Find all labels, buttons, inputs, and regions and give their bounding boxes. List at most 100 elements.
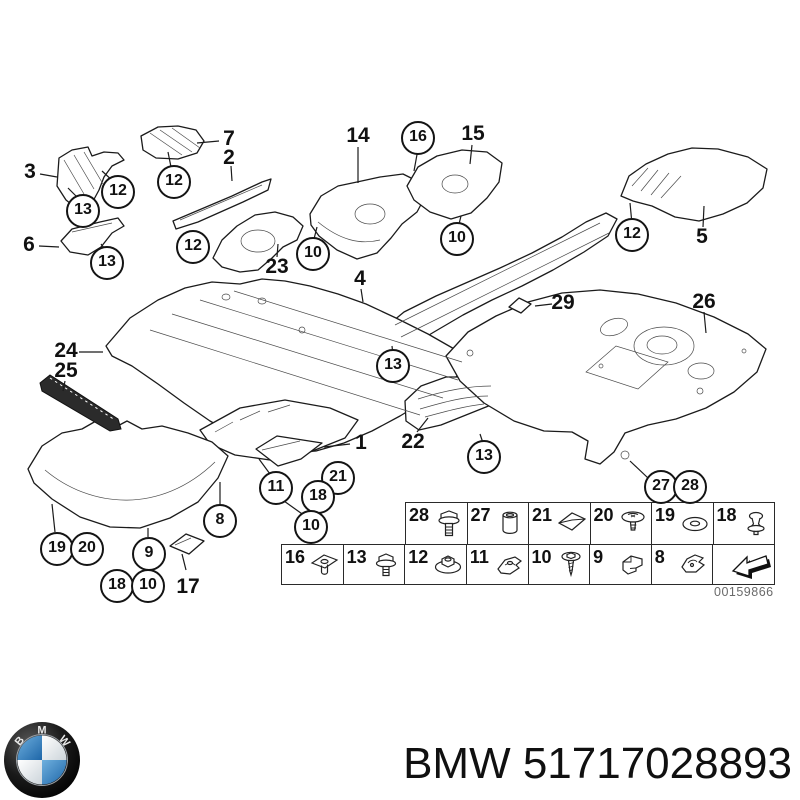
expansion-sleeve-icon [502,511,518,534]
legend-cell-28: 28 [406,503,467,545]
legend-number: 16 [285,547,306,567]
part-number-title: BMW 51717028893 [403,739,792,788]
callout-label: 5 [696,225,708,248]
hex-bolt-icon [376,552,397,576]
callout-label: 7 [223,127,235,150]
legend-number: 12 [408,547,429,567]
callout-label: 4 [354,267,366,290]
part-25-shape [39,374,122,432]
part-19-20-shape [27,420,229,529]
part-4-shape [380,212,618,348]
adhesive-pad-icon [557,512,586,531]
callout-circle: 9 [132,537,166,571]
callout-circle: 18 [100,569,134,603]
callout-label: 6 [23,233,35,256]
legend-number: 21 [532,505,553,525]
tapping-screw-icon [561,551,581,577]
legend-cell-12: 12 [404,545,466,584]
clamp-nut-icon [496,555,522,575]
legend-row-1: 28 27 21 [405,502,775,545]
logo-quadrant-tr [42,735,67,760]
part-15-shape [406,149,503,220]
legend-row-2: 16 13 12 [281,544,775,585]
legend-cell-8: 8 [650,545,713,584]
legend-number: 11 [469,547,489,567]
callout-circle: 11 [259,471,293,505]
callout-circle: 10 [296,237,330,271]
callout-circle: 12 [101,175,135,209]
callout-circle: 13 [66,194,100,228]
clip-icon [622,554,643,575]
part-14-shape [309,173,426,260]
bmw-logo: B M W [4,722,80,798]
callout-circle: 10 [440,222,474,256]
callout-circle: 20 [70,532,104,566]
part-23-shape [212,211,304,273]
legend-cell-20: 20 [589,503,652,545]
legend-number: 9 [593,547,604,567]
legend-number: 28 [409,505,430,525]
callout-label: 3 [24,160,36,183]
legend-number: 13 [346,547,367,567]
legend-number: 8 [654,547,665,567]
washer-nut-icon [434,554,461,574]
callout-label: 23 [265,255,289,278]
legend-cell-11: 11 [465,545,528,584]
washer-screw-icon [621,511,645,531]
callout-circle: 10 [294,510,328,544]
callout-circle: 19 [40,532,74,566]
callout-label: 14 [346,124,370,147]
image-code: 00159866 [714,585,774,599]
callout-label: 25 [54,359,78,382]
callout-circle: 18 [301,480,335,514]
expanding-rivet-icon [747,511,765,536]
expanding-nut-icon [310,553,338,575]
callout-circle: 13 [467,440,501,474]
callout-label: 24 [54,339,78,362]
callout-circle: 13 [90,246,124,280]
callout-circle: 12 [176,230,210,264]
part-7-shape [140,125,205,160]
logo-quadrant-br [42,760,67,785]
callout-circle: 13 [376,349,410,383]
legend-cell-21: 21 [528,503,590,545]
logo-quadrant-tl [17,735,42,760]
callout-circle: 10 [131,569,165,603]
legend-cell-19: 19 [651,503,713,545]
callout-circle: 27 [644,470,678,504]
callout-circle: 12 [157,165,191,199]
legend-cell-13: 13 [342,545,405,584]
exploded-parts-drawing [27,125,768,578]
callout-circle: 12 [615,218,649,252]
callout-circle: 16 [401,121,435,155]
callout-circle: 28 [673,470,707,504]
callout-label: 22 [401,430,425,453]
logo-quadrant-bl [17,760,42,785]
callout-label: 26 [692,290,716,313]
callout-circle: 8 [203,504,237,538]
legend-cell-arrow [712,545,774,584]
legend-number: 27 [470,505,491,525]
callout-label: 29 [551,291,575,314]
callout-label: 1 [355,431,367,454]
washer-icon [681,516,708,532]
part-1-shape [255,435,323,467]
part-29-shape [508,297,532,314]
legend-cell-10: 10 [527,545,590,584]
callout-label: 15 [461,122,485,145]
callout-label: 17 [176,575,200,598]
direction-arrow-icon [731,554,771,579]
legend-number: 10 [531,547,552,567]
part-5-shape [620,147,768,222]
legend-cell-18: 18 [712,503,775,545]
legend-cell-16: 16 [282,545,343,584]
spring-clamp-icon [681,553,706,573]
legend-number: 18 [716,505,737,525]
legend-cell-27: 27 [466,503,529,545]
part-17-shape [169,533,205,555]
flange-bolt-icon [437,510,460,537]
part-26-shape [445,289,767,465]
callout-label: 2 [223,146,235,169]
logo-letter-m: M [37,725,46,737]
